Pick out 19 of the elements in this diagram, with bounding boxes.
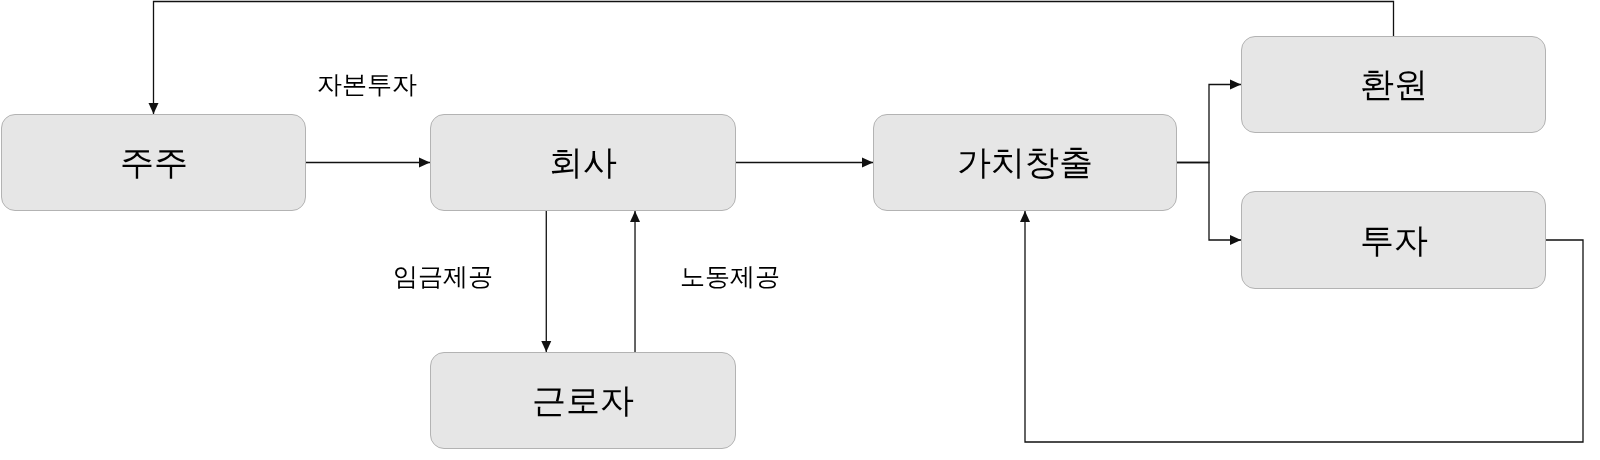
process-box [1, 114, 306, 211]
box-label: 근로자 [532, 379, 634, 422]
connector-arrow [630, 210, 640, 353]
box-label: 주주 [119, 141, 188, 184]
connector-arrow [1176, 161, 1242, 245]
connector-arrow [541, 210, 552, 353]
box-label: 환원 [1359, 63, 1428, 106]
connector-arrow [148, 0, 1395, 115]
connector-arrow [735, 157, 874, 168]
box-label: 회사 [549, 141, 617, 184]
box-label: 가치창출 [957, 141, 1093, 184]
connector-arrow [1020, 210, 1584, 443]
process-box [1241, 36, 1546, 133]
box-label: 투자 [1359, 218, 1428, 262]
process-box [873, 114, 1177, 211]
connector-arrow [305, 157, 431, 168]
process-box [430, 352, 736, 449]
process-box [1241, 191, 1546, 289]
process-box [430, 114, 736, 211]
